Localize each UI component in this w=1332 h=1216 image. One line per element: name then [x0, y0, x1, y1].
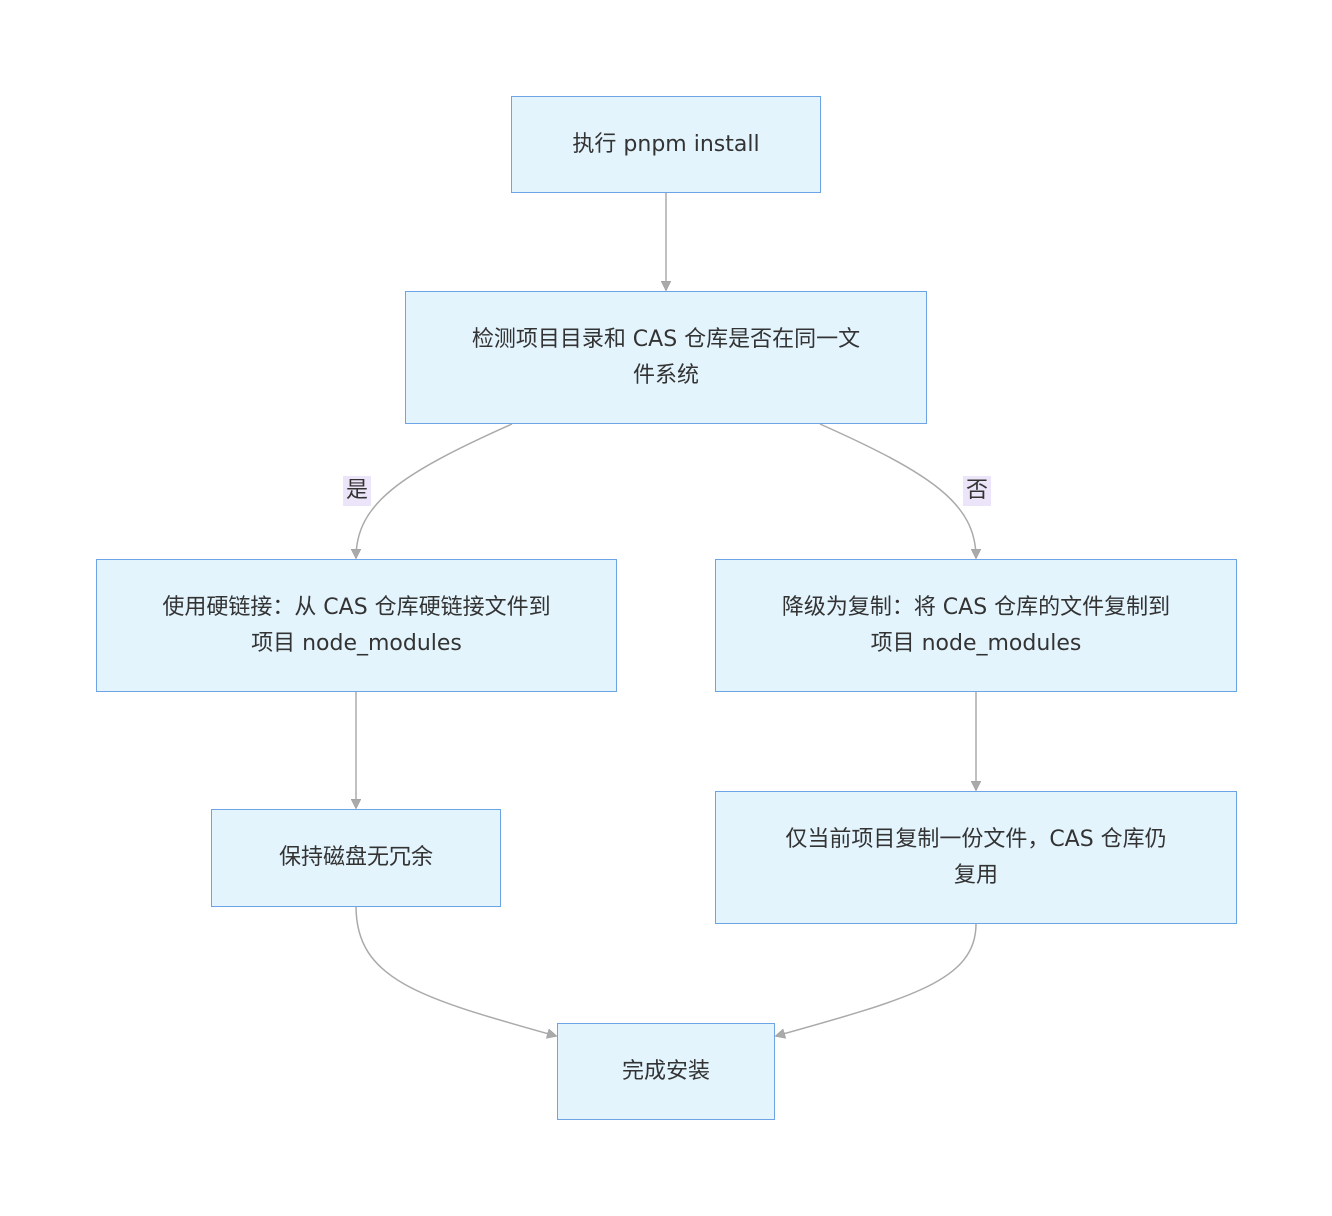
node-use-hardlink-label: 使用硬链接：从 CAS 仓库硬链接文件到项目 node_modules [162, 594, 551, 656]
node-fallback-copy: 降级为复制：将 CAS 仓库的文件复制到项目 node_modules [715, 559, 1237, 692]
edge-check-to-hardlink [356, 423, 513, 558]
node-check-filesystem-label: 检测项目目录和 CAS 仓库是否在同一文件系统 [471, 326, 861, 388]
node-check-filesystem: 检测项目目录和 CAS 仓库是否在同一文件系统 [405, 291, 927, 424]
node-use-hardlink: 使用硬链接：从 CAS 仓库硬链接文件到项目 node_modules [96, 559, 617, 692]
edge-label-no: 否 [963, 476, 991, 506]
node-fallback-copy-label: 降级为复制：将 CAS 仓库的文件复制到项目 node_modules [781, 594, 1171, 656]
edge-keep-to-done [355, 905, 556, 1036]
node-keep-no-redundancy: 保持磁盘无冗余 [211, 809, 501, 907]
node-run-pnpm-install: 执行 pnpm install [511, 96, 821, 193]
node-keep-no-redundancy-label: 保持磁盘无冗余 [278, 845, 433, 870]
node-run-pnpm-install-label: 执行 pnpm install [572, 131, 760, 157]
node-install-complete-label: 完成安装 [621, 1058, 710, 1084]
node-copy-only-current-label: 仅当前项目复制一份文件，CAS 仓库仍复用 [785, 826, 1167, 888]
edge-label-yes: 是 [343, 476, 371, 506]
node-install-complete: 完成安装 [557, 1023, 775, 1120]
edge-check-to-copy [819, 423, 976, 558]
edge-copyonly-to-done [776, 923, 977, 1036]
node-copy-only-current: 仅当前项目复制一份文件，CAS 仓库仍复用 [715, 791, 1237, 924]
